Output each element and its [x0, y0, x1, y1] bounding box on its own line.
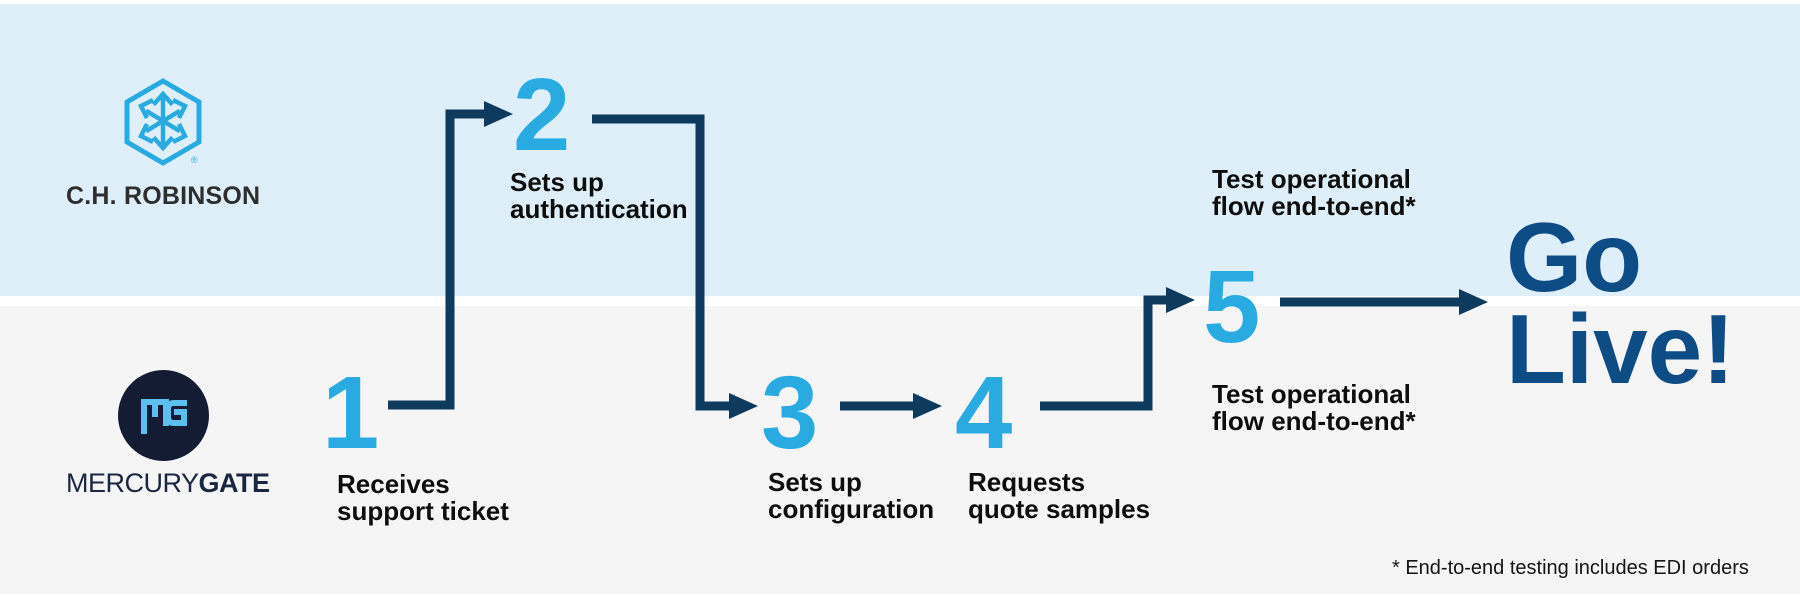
mercurygate-wordmark: MERCURYGATE: [66, 470, 270, 497]
registered-trademark-icon: ®: [191, 155, 198, 165]
step-3-label-line1: Sets up: [768, 467, 862, 497]
step-1-label-line1: Receives: [337, 469, 450, 499]
lane-chrobinson-background: [0, 4, 1800, 296]
lane-mercurygate-background: [0, 306, 1800, 594]
step-3-number: 3: [761, 355, 819, 470]
step-4-number: 4: [955, 355, 1013, 470]
mercurygate-logo-icon: [118, 370, 209, 461]
step-1-label-line2: support ticket: [337, 496, 509, 526]
chrobinson-logo-icon: ®: [124, 78, 202, 166]
step-2-label-line1: Sets up: [510, 167, 604, 197]
step-1-label: Receives support ticket: [337, 471, 509, 525]
step-5-label-top: Test operational flow end-to-end*: [1212, 166, 1416, 220]
step-5-label-top-line2: flow end-to-end*: [1212, 191, 1416, 221]
step-5-label-bottom-line1: Test operational: [1212, 379, 1411, 409]
step-4-label-line2: quote samples: [968, 494, 1151, 524]
go-live-line1: Go: [1506, 202, 1643, 312]
mercurygate-wordmark-gate: GATE: [198, 468, 271, 498]
step-4-label-line1: Requests: [968, 467, 1086, 497]
step-2-label: Sets up authentication: [510, 169, 688, 223]
step-3-label: Sets up configuration: [768, 469, 934, 523]
chrobinson-wordmark: C.H. ROBINSON: [66, 182, 261, 210]
step-3-label-line2: configuration: [768, 494, 935, 524]
step-2-label-line2: authentication: [510, 194, 688, 224]
go-live-line2: Live!: [1506, 294, 1735, 404]
step-5-number: 5: [1203, 249, 1261, 364]
step-1-number: 1: [322, 355, 380, 470]
step-2-number: 2: [513, 57, 571, 172]
mercurygate-wordmark-mercury: MERCURY: [66, 468, 199, 498]
step-5-label-top-line1: Test operational: [1212, 164, 1411, 194]
step-5-label-bottom-line2: flow end-to-end*: [1212, 406, 1416, 436]
go-live-title: Go Live!: [1506, 202, 1735, 404]
mercurygate-monogram-icon: [141, 399, 187, 434]
step-5-label-bottom: Test operational flow end-to-end*: [1212, 381, 1416, 435]
footnote: * End-to-end testing includes EDI orders: [1392, 557, 1749, 579]
chrobinson-hexagon-arrows: [124, 78, 202, 166]
step-4-label: Requests quote samples: [968, 469, 1150, 523]
